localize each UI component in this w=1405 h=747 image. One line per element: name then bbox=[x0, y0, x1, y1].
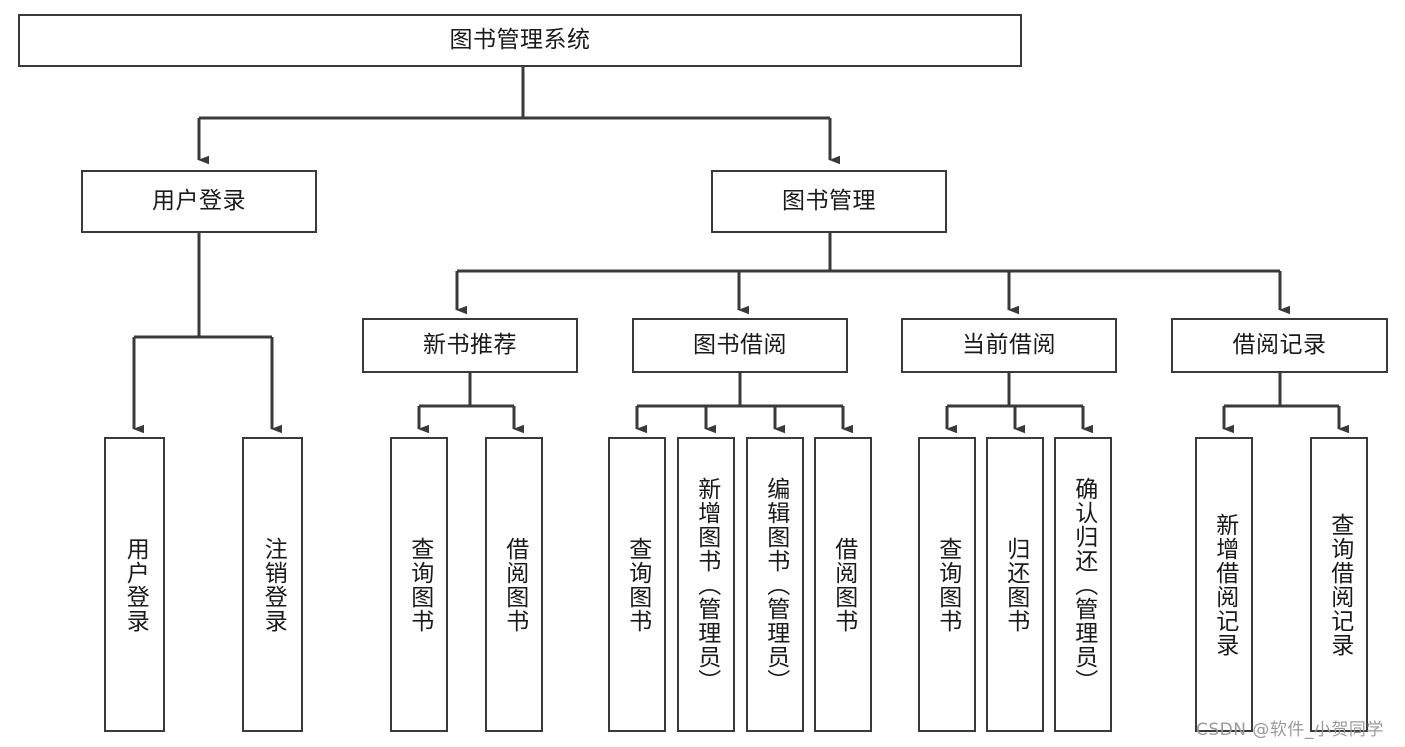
node-book-management-label: 图书管理 bbox=[782, 187, 876, 214]
node-borrow-record-label: 借阅记录 bbox=[1232, 331, 1327, 358]
node-user-login-label: 用户登录 bbox=[152, 187, 246, 214]
node-leaf-query-book-2-label: 查询图书 bbox=[624, 536, 651, 633]
node-root[interactable]: 图书管理系统 bbox=[18, 14, 1022, 67]
node-borrow-record[interactable]: 借阅记录 bbox=[1171, 318, 1388, 373]
node-leaf-borrow-book-2-label: 借阅图书 bbox=[830, 536, 857, 633]
csdn-watermark: CSDN @软件_小贺同学 bbox=[1196, 720, 1384, 740]
node-leaf-return-book-label: 归还图书 bbox=[1002, 536, 1029, 633]
node-leaf-add-book-admin-label: 新增图书（管理员） bbox=[693, 476, 720, 693]
node-book-borrow[interactable]: 图书借阅 bbox=[632, 318, 848, 373]
node-new-book-recommend-label: 新书推荐 bbox=[423, 331, 517, 358]
node-leaf-add-book-admin[interactable]: 新增图书（管理员） bbox=[677, 437, 735, 732]
node-current-borrow-label: 当前借阅 bbox=[962, 331, 1056, 358]
node-leaf-return-book[interactable]: 归还图书 bbox=[986, 437, 1044, 732]
node-leaf-user-logout-label: 注销登录 bbox=[260, 536, 287, 633]
node-new-book-recommend[interactable]: 新书推荐 bbox=[362, 318, 578, 373]
node-leaf-query-book-3-label: 查询图书 bbox=[934, 536, 961, 633]
node-leaf-borrow-book-1-label: 借阅图书 bbox=[501, 536, 528, 633]
node-root-label: 图书管理系统 bbox=[449, 26, 591, 53]
node-leaf-confirm-return-admin-label: 确认归还（管理员） bbox=[1070, 476, 1097, 693]
node-leaf-borrow-book-2[interactable]: 借阅图书 bbox=[814, 437, 872, 732]
node-book-borrow-label: 图书借阅 bbox=[693, 331, 787, 358]
node-leaf-edit-book-admin-label: 编辑图书（管理员） bbox=[762, 476, 789, 693]
node-leaf-query-borrow-record[interactable]: 查询借阅记录 bbox=[1310, 437, 1368, 732]
node-leaf-add-borrow-record-label: 新增借阅记录 bbox=[1211, 512, 1238, 657]
node-leaf-query-book-1-label: 查询图书 bbox=[406, 536, 433, 633]
node-leaf-user-logout[interactable]: 注销登录 bbox=[242, 437, 303, 732]
node-leaf-user-login[interactable]: 用户登录 bbox=[104, 437, 165, 732]
node-leaf-query-borrow-record-label: 查询借阅记录 bbox=[1326, 512, 1353, 657]
node-leaf-confirm-return-admin[interactable]: 确认归还（管理员） bbox=[1054, 437, 1112, 732]
node-leaf-user-login-label: 用户登录 bbox=[122, 536, 149, 633]
node-leaf-edit-book-admin[interactable]: 编辑图书（管理员） bbox=[746, 437, 804, 732]
node-leaf-query-book-1[interactable]: 查询图书 bbox=[390, 437, 448, 732]
node-leaf-borrow-book-1[interactable]: 借阅图书 bbox=[485, 437, 543, 732]
node-leaf-query-book-3[interactable]: 查询图书 bbox=[918, 437, 976, 732]
node-user-login[interactable]: 用户登录 bbox=[81, 170, 317, 233]
node-current-borrow[interactable]: 当前借阅 bbox=[901, 318, 1117, 373]
node-leaf-add-borrow-record[interactable]: 新增借阅记录 bbox=[1195, 437, 1253, 732]
node-leaf-query-book-2[interactable]: 查询图书 bbox=[608, 437, 666, 732]
node-book-management[interactable]: 图书管理 bbox=[711, 170, 947, 233]
